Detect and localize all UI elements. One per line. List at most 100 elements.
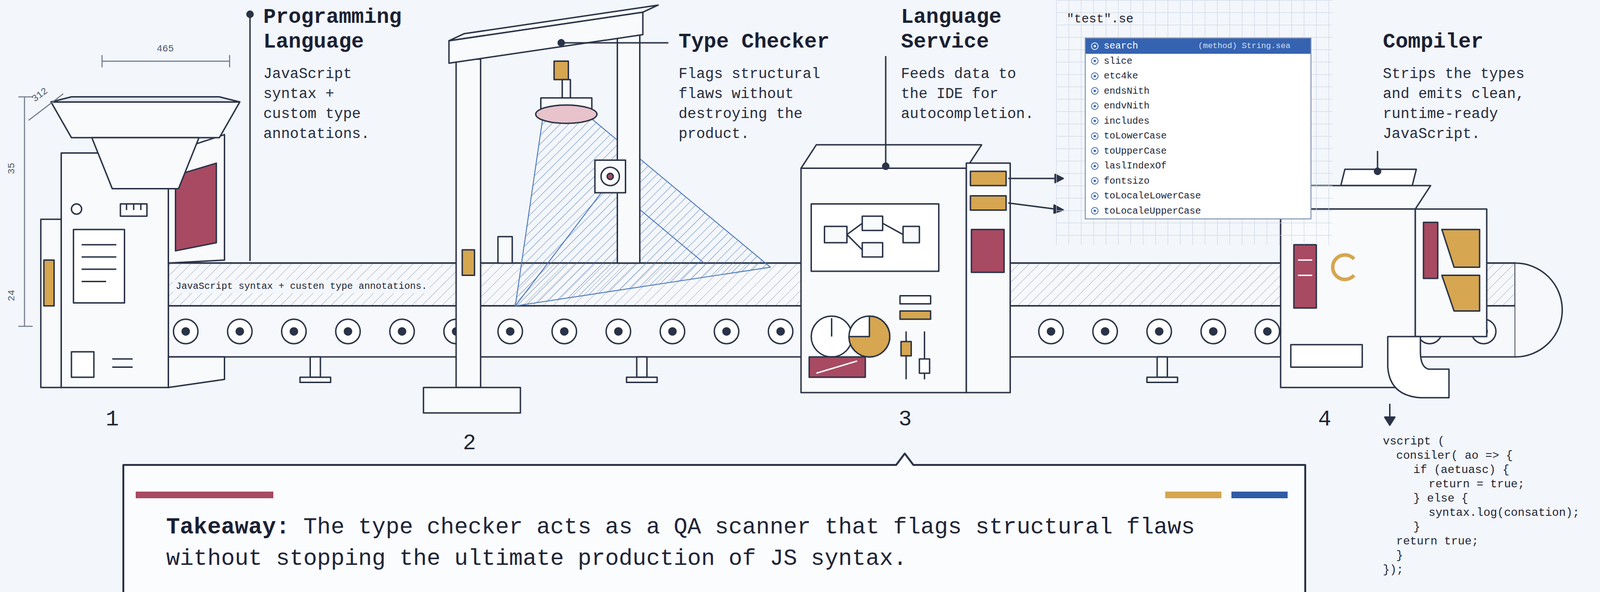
method-icon — [1090, 176, 1100, 186]
icon-dot — [1093, 74, 1097, 78]
code-line: }); — [1382, 563, 1404, 578]
roller — [714, 319, 739, 344]
dimension-label: 465 — [156, 43, 174, 55]
icon-dot — [1093, 180, 1097, 183]
roller-hub — [506, 328, 514, 336]
roller — [1147, 319, 1172, 344]
roller — [227, 319, 252, 344]
dimension-label: 24 — [6, 290, 18, 302]
stage-description: Strips the types and emits clean, runtim… — [1382, 64, 1536, 145]
roller — [281, 319, 306, 344]
roller-hub — [344, 328, 352, 336]
roller — [551, 319, 577, 344]
icon-dot — [1093, 120, 1097, 123]
roller — [335, 319, 360, 344]
icon-dot — [1093, 210, 1097, 213]
roller-hub — [777, 328, 785, 336]
icon-ring — [1091, 87, 1099, 95]
completion-item: endvNith — [1103, 98, 1150, 114]
roller-hub — [182, 328, 190, 336]
completion-item: endsNith — [1103, 83, 1150, 100]
stage-description: Flags structural flaws without destroyin… — [678, 64, 836, 145]
stage-label: Type CheckerFlags structural flaws witho… — [678, 29, 879, 145]
roller — [768, 319, 793, 344]
method-icon — [1090, 101, 1100, 111]
completion-item: toLocaleUpperCase — [1103, 203, 1201, 220]
belt-label: JavaScript syntax + custen type annotati… — [172, 280, 430, 294]
roller — [498, 319, 523, 344]
icon-ring — [1091, 102, 1099, 110]
roller-hub — [1155, 328, 1163, 336]
icon-ring — [1091, 147, 1099, 155]
completion-item: toLowerCase — [1103, 128, 1167, 144]
icon-dot — [1093, 150, 1097, 153]
method-icon — [1090, 41, 1100, 51]
roller — [660, 319, 685, 344]
icon-ring — [1091, 177, 1099, 185]
stage-description: Feeds data to the IDE for autocompletion… — [900, 64, 1049, 125]
roller — [606, 319, 631, 344]
dimension-label: 35 — [6, 162, 18, 175]
stage-label: CompilerStrips the types and emits clean… — [1382, 29, 1574, 145]
roller-hub — [1101, 328, 1109, 336]
code-line: } else { — [1413, 491, 1469, 507]
completion-item: slice — [1103, 53, 1133, 70]
takeaway-callout: Takeaway:The type checker acts as a QA s… — [122, 464, 1307, 592]
icon-ring — [1091, 207, 1099, 215]
method-icon — [1090, 71, 1100, 81]
roller — [1092, 319, 1118, 344]
completion-item: toLocaleLowerCase — [1103, 188, 1201, 204]
roller — [1200, 319, 1226, 344]
code-line: syntax.log(consation); — [1428, 506, 1580, 521]
stage-label: Programming LanguageJavaScript syntax + … — [263, 4, 464, 145]
stage-heading: Compiler — [1382, 29, 1574, 55]
autocomplete-panel: "test".sesearch(method) String.seaslicee… — [1056, 0, 1333, 245]
stage-description: JavaScript syntax + custom type annotati… — [263, 64, 392, 145]
roller-hub — [669, 328, 677, 336]
stage-heading: Type Checker — [678, 29, 879, 55]
callout-number: 2 — [462, 430, 477, 458]
method-icon — [1090, 146, 1100, 156]
roller — [173, 319, 198, 344]
method-icon — [1090, 131, 1100, 141]
icon-dot — [1093, 44, 1097, 48]
dimension-label: 312 — [29, 85, 50, 106]
roller-hub — [1263, 328, 1271, 336]
roller — [390, 319, 415, 344]
roller-hub — [1209, 328, 1217, 336]
icon-ring — [1091, 192, 1099, 200]
takeaway-heading: Takeaway: — [166, 514, 290, 541]
code-line: return = true; — [1428, 477, 1525, 492]
callout-number: 3 — [898, 407, 912, 434]
method-icon — [1090, 161, 1100, 171]
belt-legs — [300, 357, 1178, 383]
roller-hub — [398, 328, 406, 336]
accent-bar — [135, 491, 274, 499]
code-line: if (aetuasc) { — [1413, 463, 1510, 478]
roller-hub — [1047, 328, 1055, 336]
takeaway-text: Takeaway:The type checker acts as a QA s… — [166, 511, 1262, 575]
method-icon — [1090, 56, 1100, 66]
roller — [1038, 319, 1063, 344]
roller-hub — [290, 328, 298, 336]
icon-ring — [1091, 132, 1099, 140]
completion-item: laslIndexOf — [1103, 158, 1167, 174]
stage-heading: Programming Language — [263, 4, 464, 55]
callout-number: 4 — [1318, 407, 1332, 434]
method-icon — [1090, 206, 1100, 216]
stage-heading: Language Service — [900, 4, 1044, 55]
code-line: vscript ( — [1382, 434, 1445, 450]
icon-ring — [1091, 57, 1099, 65]
accent-bar — [1231, 491, 1288, 499]
item-detail: (method) String.sea — [1198, 38, 1291, 54]
stage-label: Language ServiceFeeds data to the IDE fo… — [900, 4, 1049, 125]
completion-item: includes — [1103, 113, 1150, 130]
roller-hub — [614, 328, 622, 336]
roller — [1255, 319, 1280, 344]
takeaway-body: The type checker acts as a QA scanner th… — [166, 514, 1195, 572]
icon-dot — [1093, 90, 1097, 93]
icon-dot — [1093, 164, 1097, 168]
code-line: return true; — [1396, 534, 1479, 550]
method-icon — [1090, 116, 1100, 126]
